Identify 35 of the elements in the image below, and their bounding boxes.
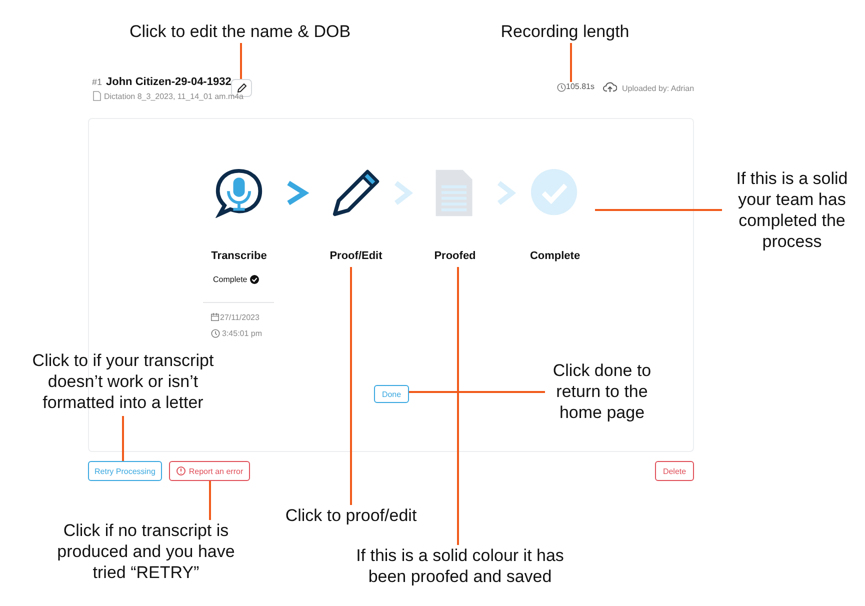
step-label: Transcribe — [210, 250, 268, 262]
duration-text: 105.81s — [566, 82, 596, 94]
leader-line — [350, 267, 352, 505]
done-button: Done — [374, 385, 409, 403]
annotation-text: Click to edit the name & DOB — [110, 21, 370, 43]
report-error-button: Report an error — [169, 461, 250, 481]
annotation-text: If this is a solid your team has completed the process — [722, 168, 862, 256]
status-text: Complete — [213, 275, 248, 284]
step-label: Proof/Edit — [328, 250, 384, 262]
step-label: Proofed — [433, 250, 477, 262]
annotation-text: Click to if your transcript doesn’t work or isn’t formatted into a letter — [16, 350, 230, 416]
leader-line — [570, 43, 572, 82]
annotation-text: Recording length — [480, 21, 650, 43]
time-text: 3:45:01 pm — [222, 329, 262, 338]
annotation-text: Click if no transcript is produced and you have tried “RETRY” — [56, 520, 236, 586]
leader-line — [457, 267, 459, 545]
leader-line — [595, 209, 722, 211]
chevron-arrow — [394, 181, 414, 205]
date-text: 27/11/2023 — [220, 313, 260, 322]
step-label: Complete — [528, 250, 582, 262]
annotation-text: Click to proof/edit — [270, 505, 432, 527]
retry-button: Retry Processing — [88, 461, 162, 481]
chevron-arrow — [497, 181, 516, 205]
leader-line — [408, 391, 545, 393]
leader-line — [240, 43, 242, 79]
delete-button: Delete — [655, 461, 694, 481]
leader-line — [122, 416, 124, 461]
annotation-text: Click done to return to the home page — [546, 360, 658, 426]
file-name: Dictation 8_3_2023, 11_14_01 am.m4a — [104, 92, 244, 101]
leader-line — [209, 481, 211, 520]
item-number: #1 — [92, 77, 102, 87]
patient-name: John Citizen-29-04-1932 — [106, 76, 232, 88]
chevron-arrow — [287, 180, 310, 206]
annotation-text: If this is a solid colour it has been proofed and saved — [340, 545, 580, 589]
uploader-text: Uploaded by: Adrian — [622, 84, 694, 93]
